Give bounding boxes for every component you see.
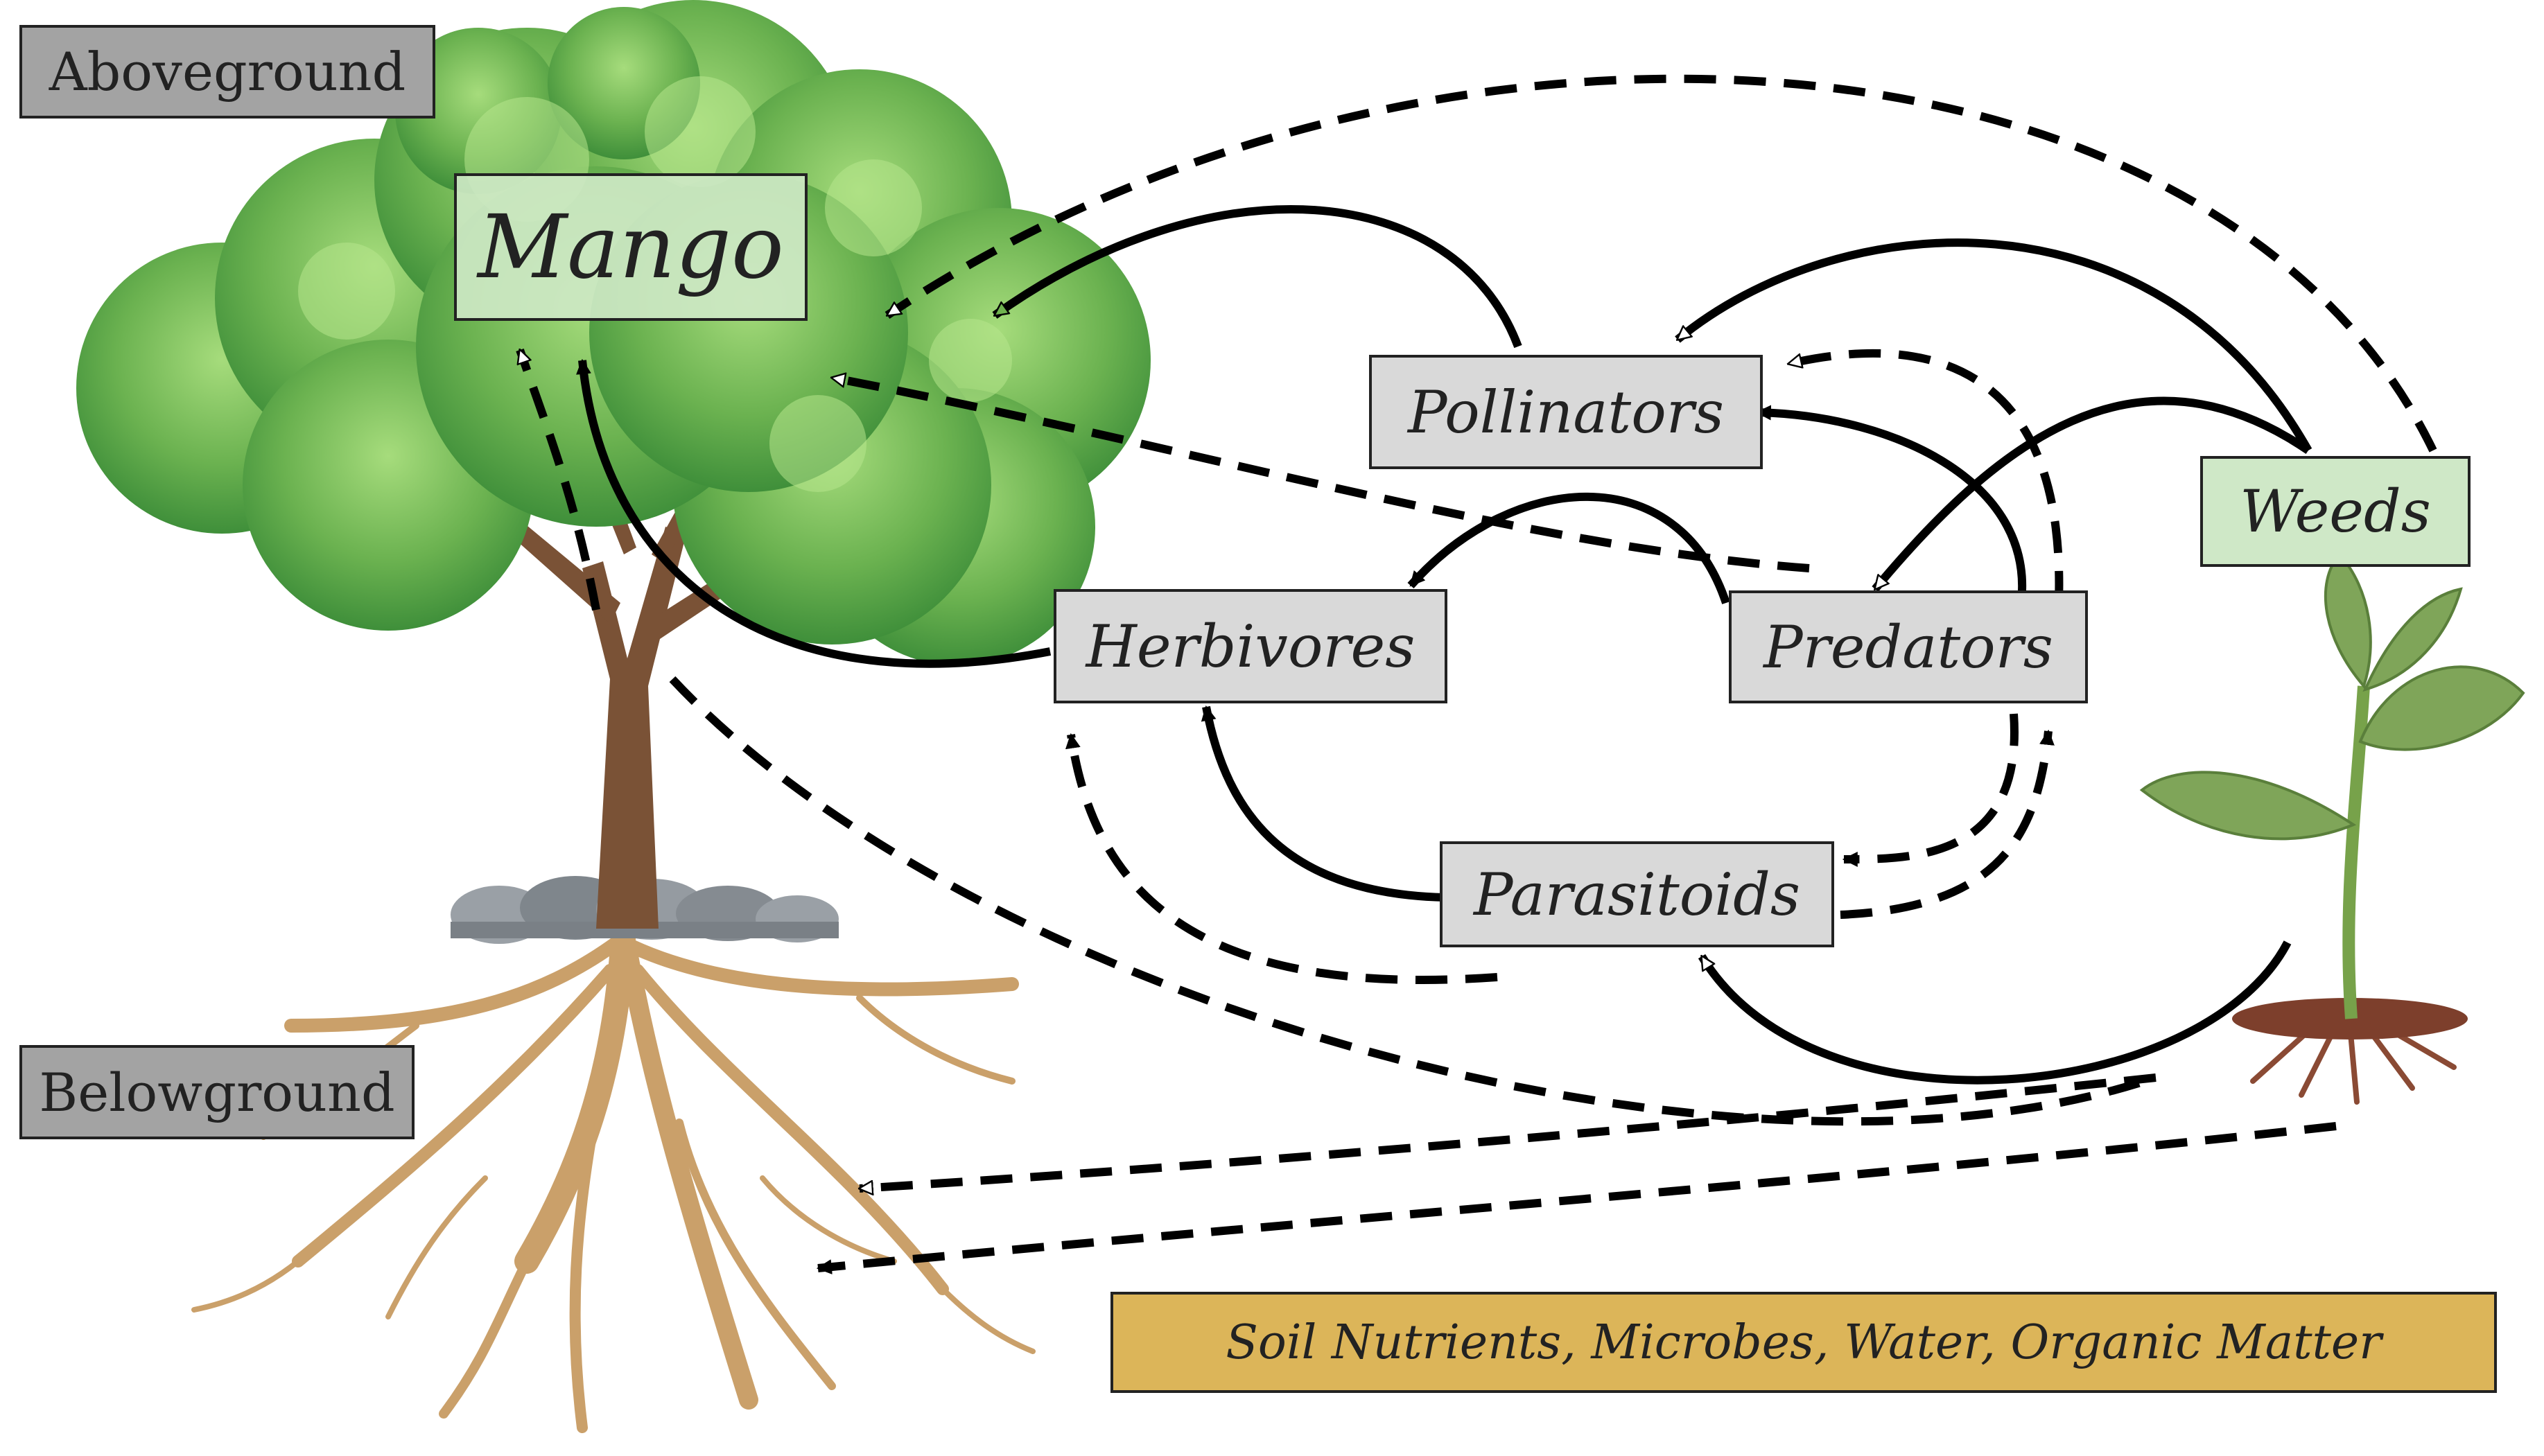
node-pollinators: Pollinators <box>1369 355 1763 469</box>
arrow-weeds-to-predators <box>1872 396 2311 592</box>
dashed-predators-to-pollinators <box>1788 349 2064 604</box>
weed-seedling-illustration <box>2139 552 2525 1105</box>
dashed-weeds-to-roots-filled <box>816 1122 2337 1275</box>
node-mango: Mango <box>454 173 808 321</box>
arrow-weeds-to-parasitoids <box>1698 940 2292 1085</box>
dashed-weeds-to-roots-open <box>860 1073 2157 1189</box>
arrow-weeds-to-pollinators-top <box>1675 238 2312 453</box>
tree-canopy-highlights <box>298 76 1012 492</box>
interaction-arrows <box>576 205 2312 1085</box>
dashed-weeds-to-mango <box>885 74 2437 453</box>
weed-stem <box>2342 685 2370 1019</box>
arrow-pollinators-to-mango <box>992 205 1522 349</box>
dashed-mango-to-weeds-below <box>669 676 2157 1126</box>
node-herbivores: Herbivores <box>1054 589 1447 703</box>
dashed-predators-to-parasitoids <box>1842 713 2019 867</box>
indirect-arrows <box>516 74 2437 1275</box>
aboveground-label: Aboveground <box>19 25 435 119</box>
node-soil: Soil Nutrients, Microbes, Water, Organic… <box>1110 1292 2497 1393</box>
arrow-predators-to-pollinators <box>1755 405 2026 607</box>
belowground-label: Belowground <box>19 1045 415 1139</box>
tree-roots <box>191 916 1036 1433</box>
dashed-parasitoids-to-herbivores <box>1065 733 1498 984</box>
node-weeds: Weeds <box>2200 456 2471 567</box>
node-predators: Predators <box>1729 590 2088 703</box>
arrow-parasitoids-to-herbivores <box>1201 705 1446 902</box>
dashed-parasitoids-to-predators <box>1840 729 2055 919</box>
arrow-predators-to-herbivores <box>1407 492 1730 604</box>
node-parasitoids: Parasitoids <box>1440 841 1834 947</box>
dashed-predators-to-mango <box>832 378 1810 572</box>
arrow-herbivores-to-mango <box>576 358 1052 668</box>
weed-leaves <box>2139 552 2525 841</box>
